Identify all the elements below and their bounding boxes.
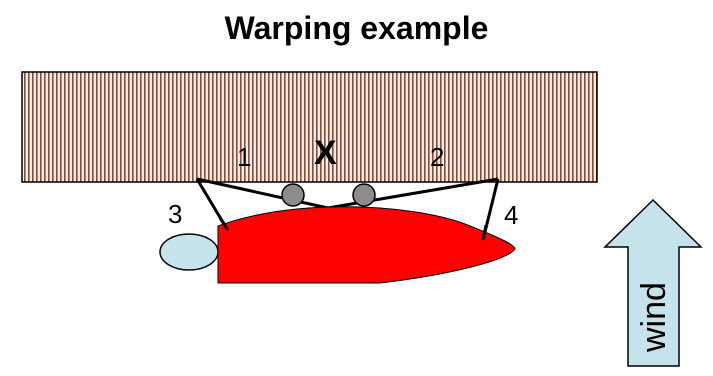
label-line-2: 2: [430, 142, 444, 172]
label-line-3: 3: [168, 199, 182, 229]
label-line-4: 4: [504, 200, 518, 230]
label-line-1: 1: [237, 142, 251, 172]
dock: [22, 72, 597, 182]
tender: [160, 234, 218, 270]
center-mark: X: [314, 134, 337, 172]
wind-label: wind: [635, 282, 673, 353]
fender-left: [282, 184, 304, 206]
fender-right: [353, 184, 375, 206]
boat-hull: [218, 207, 515, 283]
line-1: [197, 179, 328, 208]
